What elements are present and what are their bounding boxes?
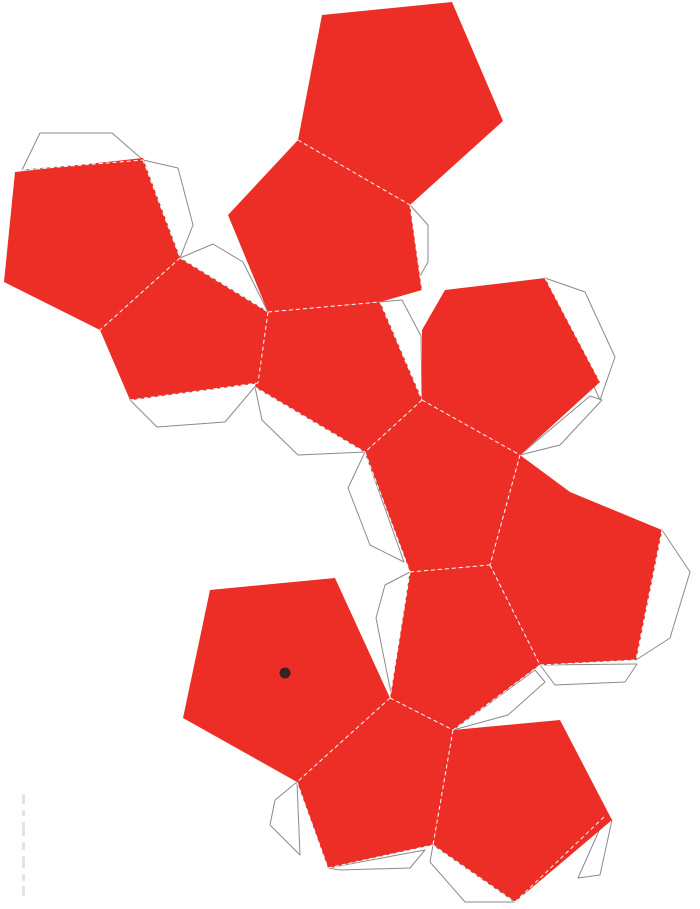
face-bottom-left: [297, 698, 453, 868]
face-lower-left: [183, 578, 390, 782]
face-bottom-right: [433, 720, 612, 902]
glue-tab: [347, 451, 405, 563]
face-top: [298, 2, 503, 205]
fold-line: [389, 571, 411, 699]
fold-line: [179, 257, 269, 313]
glue-tab: [519, 395, 603, 456]
face-right-middle: [490, 455, 662, 665]
fold-line: [99, 257, 181, 331]
fold-line: [21, 159, 144, 171]
face-right-upper: [422, 278, 600, 455]
fold-line: [489, 564, 541, 666]
glue-tab: [327, 849, 426, 871]
fold-line: [432, 729, 454, 846]
fold-line: [142, 159, 181, 259]
fold-line: [267, 301, 381, 313]
fold-line: [364, 399, 423, 453]
glue-tab: [179, 243, 269, 313]
glue-tab: [452, 669, 546, 731]
fold-line: [389, 697, 454, 731]
face-upper-left-inner: [100, 258, 268, 400]
faces: [4, 2, 662, 902]
fold-line: [432, 844, 516, 903]
fold-line: [327, 844, 434, 869]
face-middle: [365, 400, 520, 572]
fold-line: [364, 451, 411, 573]
face-lower-center: [390, 565, 540, 730]
glue-tabs: [21, 132, 691, 903]
fold-line: [296, 781, 329, 869]
fold-line: [379, 301, 423, 401]
marker-dot: [279, 667, 291, 679]
fold-line: [421, 399, 521, 456]
fold-line: [297, 139, 411, 206]
glue-tab: [269, 781, 301, 856]
fold-line: [254, 386, 366, 453]
glue-tab: [635, 529, 691, 661]
fold-line: [635, 529, 663, 661]
fold-line: [409, 564, 491, 573]
face-center: [255, 302, 422, 452]
watermark-logo: [22, 794, 25, 896]
face-upper-middle: [228, 140, 422, 312]
fold-line: [539, 659, 637, 666]
fold-lines: [21, 139, 663, 903]
fold-line: [544, 277, 601, 383]
glue-tab: [539, 663, 638, 686]
fold-line: [129, 382, 259, 401]
fold-line: [409, 204, 423, 291]
fold-line: [489, 454, 521, 566]
fold-line: [257, 311, 269, 384]
face-upper-left-outer: [4, 158, 180, 330]
